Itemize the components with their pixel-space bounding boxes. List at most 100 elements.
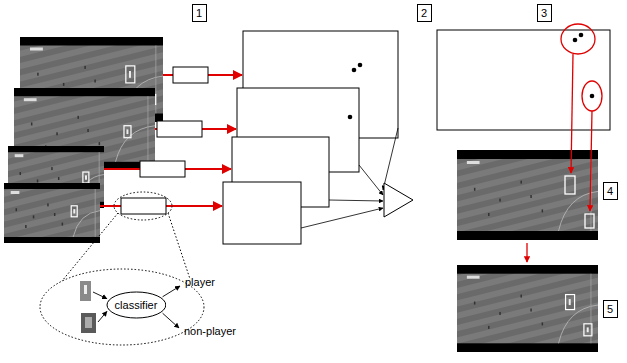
merge-arrow <box>329 200 383 201</box>
classifier-ellipse: classifier <box>106 291 167 319</box>
flow-arrow <box>163 313 179 328</box>
node-label: classifier <box>115 299 158 311</box>
flow-arrow <box>98 311 107 322</box>
cluster-ellipse <box>582 81 602 111</box>
zoom-line <box>62 213 118 281</box>
video-frame <box>58 177 60 180</box>
video-frame <box>20 172 22 175</box>
red-line <box>100 205 121 207</box>
callout-number: 4 <box>603 182 618 200</box>
video-frame <box>488 326 490 329</box>
transform-box <box>157 121 202 137</box>
video-frame <box>474 188 476 191</box>
video-frame <box>126 129 128 134</box>
video-frame <box>520 181 522 184</box>
video-frame <box>16 208 18 211</box>
video-frame <box>467 161 480 164</box>
video-frame <box>542 209 544 212</box>
video-frame <box>4 183 100 243</box>
video-frame <box>587 327 589 332</box>
red-arrow <box>526 243 527 262</box>
video-frame <box>559 305 598 343</box>
flow-arrow <box>93 292 107 299</box>
image-patch <box>80 281 91 301</box>
red-arrow <box>202 128 236 130</box>
video-frame <box>37 179 39 182</box>
cluster-ellipse <box>561 24 595 54</box>
video-frame <box>467 276 480 279</box>
video-frame <box>31 122 32 125</box>
video-frame <box>457 159 598 231</box>
video-frame <box>474 302 476 305</box>
image-patch <box>80 281 91 301</box>
video-frame <box>4 183 100 243</box>
detection-dot <box>579 33 584 38</box>
video-frame <box>129 71 131 78</box>
video-frame <box>488 213 490 216</box>
video-frame <box>124 126 131 138</box>
red-arrow <box>571 54 573 173</box>
video-frame <box>584 324 592 336</box>
video-frame <box>84 66 86 69</box>
red-arrow <box>185 168 231 170</box>
video-frame <box>95 189 96 237</box>
pipeline-drawing <box>565 176 575 194</box>
video-frame <box>147 96 148 162</box>
video-frame <box>87 129 89 132</box>
callout-number: 3 <box>537 4 552 22</box>
merged-map <box>437 30 610 130</box>
detection-map <box>223 182 301 244</box>
pipeline-drawing <box>457 150 598 240</box>
video-frame <box>126 66 135 83</box>
video-frame <box>30 48 43 51</box>
detection-maps <box>223 31 398 244</box>
video-frame <box>25 225 27 228</box>
red-arrow <box>208 74 242 76</box>
pipeline-drawing <box>585 214 594 228</box>
video-frame <box>71 206 77 217</box>
video-frame <box>569 299 571 305</box>
video-frame <box>24 98 37 101</box>
image-patch <box>85 317 92 328</box>
output-label: non-player <box>184 325 236 337</box>
transform-box <box>140 161 185 177</box>
video-frame <box>85 175 87 179</box>
image-patch <box>81 313 96 333</box>
callout-number: 2 <box>417 4 432 22</box>
video-frame <box>457 265 598 352</box>
video-frame <box>4 189 100 237</box>
video-frame <box>83 172 89 183</box>
video-frame <box>457 150 598 240</box>
callout-number: 1 <box>192 4 207 22</box>
video-frame <box>62 223 64 226</box>
video-frame <box>94 80 96 83</box>
video-frame <box>590 274 591 344</box>
video-frame <box>499 199 501 202</box>
video-frame <box>542 322 544 325</box>
video-frame <box>54 213 56 216</box>
output-label: player <box>185 276 215 288</box>
video-frame <box>520 295 522 298</box>
video-frame <box>499 312 501 315</box>
video-frame <box>73 209 75 213</box>
video-frame <box>99 142 101 145</box>
detection-dot <box>352 68 357 73</box>
video-frame <box>51 167 53 170</box>
merge-arrow <box>383 128 398 190</box>
detection-dot <box>573 38 578 43</box>
detection-dot <box>348 115 353 120</box>
merge-triangle <box>384 183 413 217</box>
detection-dot <box>358 63 363 68</box>
ellipse-shape <box>107 292 166 318</box>
red-arrow <box>590 111 592 211</box>
video-frame <box>37 73 39 76</box>
pipeline-drawing <box>457 265 598 352</box>
video-frame <box>15 154 24 157</box>
image-patch <box>81 313 96 333</box>
video-frame <box>47 203 49 206</box>
merge-arrow <box>301 208 383 228</box>
image-patch <box>84 285 87 294</box>
video-frame <box>77 116 79 119</box>
